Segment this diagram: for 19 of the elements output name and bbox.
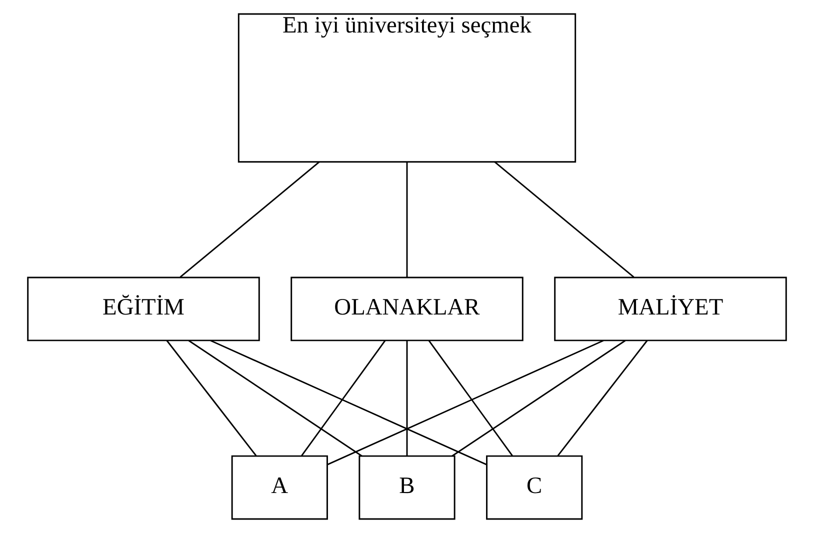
node-box: B: [358, 455, 456, 520]
connector: [406, 340, 408, 456]
node-box: A: [231, 455, 328, 520]
connector: [327, 340, 604, 466]
connector: [188, 340, 362, 457]
node-box: En iyi üniversiteyi seçmek: [238, 13, 576, 163]
connector: [166, 340, 257, 456]
connector: [406, 162, 408, 278]
node-box: C: [486, 455, 583, 520]
node-box: OLANAKLAR: [290, 276, 524, 342]
node-box: MALİYET: [554, 276, 787, 342]
connector: [557, 340, 648, 456]
connector: [210, 340, 487, 466]
connector: [428, 340, 513, 456]
connector: [452, 340, 626, 457]
connector: [494, 161, 634, 278]
connector: [180, 161, 320, 278]
node-box: EĞİTİM: [27, 276, 260, 342]
connector: [301, 340, 386, 456]
